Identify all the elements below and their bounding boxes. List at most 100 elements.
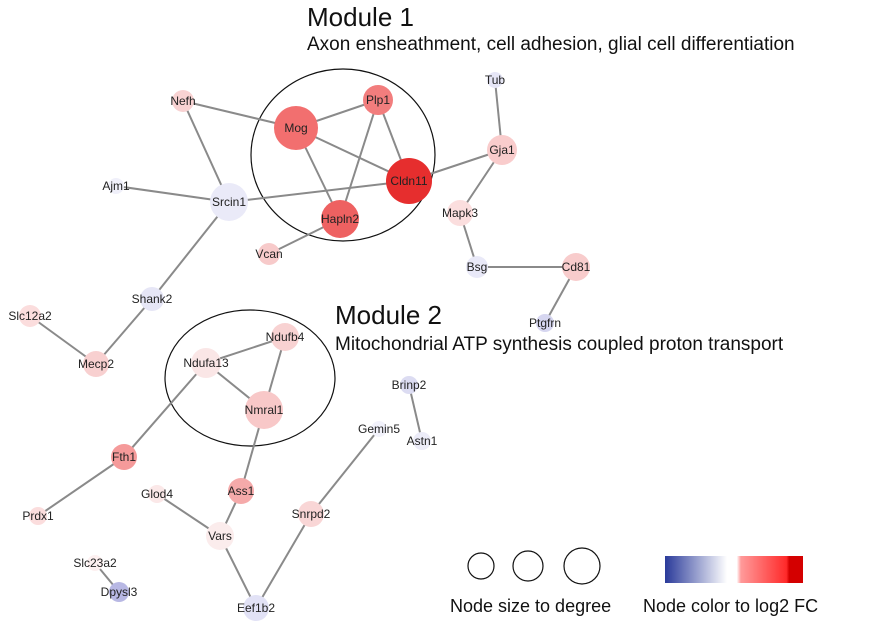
node-slc23a2[interactable]: Slc23a2 [73, 555, 117, 571]
node-circle [298, 501, 324, 527]
node-circle [172, 90, 194, 112]
edge-slc12a2-mecp2 [29, 315, 97, 365]
node-label: Gemin5 [358, 422, 400, 436]
edge-brinp2-astn1 [408, 384, 423, 442]
node-label: Slc12a2 [8, 309, 52, 323]
node-label: Slc23a2 [73, 556, 117, 570]
legend-size-label: Node size to degree [450, 596, 612, 616]
edge-plp1-hapln2 [339, 99, 379, 220]
node-label: Snrpd2 [292, 507, 331, 521]
node-gja1[interactable]: Gja1 [487, 135, 517, 165]
node-ass1[interactable]: Ass1 [228, 478, 255, 504]
node-circle [19, 305, 41, 327]
node-hapln2[interactable]: Hapln2 [321, 200, 359, 238]
node-snrpd2[interactable]: Snrpd2 [292, 501, 331, 527]
node-label: Mog [284, 121, 307, 135]
edge-shank2-mecp2 [95, 298, 153, 365]
node-circle [562, 253, 590, 281]
node-circle [243, 595, 269, 621]
node-plp1[interactable]: Plp1 [363, 85, 393, 115]
legend-size [467, 547, 601, 585]
node-label: Nmral1 [245, 403, 284, 417]
node-label: Glod4 [141, 487, 173, 501]
node-label: Eef1b2 [237, 601, 275, 615]
node-circle [245, 391, 283, 429]
node-label: Cldn11 [390, 174, 427, 188]
node-circle [386, 158, 432, 204]
edge-ajm1-srcin1 [115, 185, 230, 203]
node-circle [487, 72, 503, 88]
node-label: Ass1 [228, 484, 255, 498]
node-label: Gja1 [489, 143, 515, 157]
node-gemin5[interactable]: Gemin5 [358, 421, 400, 437]
node-fth1[interactable]: Fth1 [111, 444, 137, 470]
node-circle [258, 243, 280, 265]
node-brinp2[interactable]: Brinp2 [392, 376, 427, 394]
node-ndufa13[interactable]: Ndufa13 [183, 348, 229, 378]
module-2-outline [164, 309, 336, 447]
node-ndufb4[interactable]: Ndufb4 [266, 323, 305, 351]
node-circle [321, 200, 359, 238]
node-label: Prdx1 [22, 509, 54, 523]
node-mapk3[interactable]: Mapk3 [442, 200, 478, 226]
node-label: Cd81 [562, 260, 591, 274]
node-slc12a2[interactable]: Slc12a2 [8, 305, 52, 327]
node-vars[interactable]: Vars [206, 522, 234, 550]
legend-color-label: Node color to log2 FC [643, 596, 819, 616]
edge-srcin1-shank2 [151, 201, 230, 300]
node-cd81[interactable]: Cd81 [562, 253, 591, 281]
node-circle [400, 376, 418, 394]
node-shank2[interactable]: Shank2 [132, 287, 173, 311]
node-prdx1[interactable]: Prdx1 [22, 507, 54, 525]
module-1-title: Module 1 [307, 2, 414, 32]
node-label: Vars [208, 529, 232, 543]
module-2-title: Module 2 [335, 300, 442, 330]
node-label: Ndufb4 [266, 330, 305, 344]
node-srcin1[interactable]: Srcin1 [210, 183, 248, 221]
node-bsg[interactable]: Bsg [466, 256, 488, 278]
node-circle [148, 485, 166, 503]
node-label: Tub [485, 73, 506, 87]
node-label: Bsg [467, 260, 488, 274]
node-dpysl3[interactable]: Dpysl3 [101, 582, 138, 602]
node-circle [206, 522, 234, 550]
node-label: Fth1 [112, 450, 136, 464]
node-tub[interactable]: Tub [485, 72, 506, 88]
legend-color-bar [665, 556, 803, 583]
node-circle [274, 106, 318, 150]
legend-size-circle-3 [563, 547, 601, 585]
node-circle [466, 256, 488, 278]
node-nefh[interactable]: Nefh [170, 90, 196, 112]
node-circle [87, 555, 103, 571]
node-circle [191, 348, 221, 378]
node-label: Plp1 [366, 93, 390, 107]
node-label: Mecp2 [78, 357, 114, 371]
node-label: Srcin1 [212, 195, 246, 209]
node-ptgfrn[interactable]: Ptgfrn [529, 314, 561, 332]
node-circle [447, 200, 473, 226]
node-circle [29, 507, 47, 525]
node-astn1[interactable]: Astn1 [407, 432, 438, 450]
node-label: Ptgfrn [529, 316, 561, 330]
edge-ndufa13-fth1 [123, 362, 207, 458]
node-ajm1[interactable]: Ajm1 [102, 178, 130, 194]
node-circle [140, 287, 164, 311]
module-1-subtitle: Axon ensheathment, cell adhesion, glial … [307, 34, 795, 55]
edge-fth1-prdx1 [37, 456, 125, 517]
node-circle [413, 432, 431, 450]
node-nmral1[interactable]: Nmral1 [245, 391, 284, 429]
node-circle [111, 444, 137, 470]
node-vcan[interactable]: Vcan [255, 243, 283, 265]
edge-snrpd2-eef1b2 [255, 513, 312, 609]
node-glod4[interactable]: Glod4 [141, 485, 173, 503]
node-cldn11[interactable]: Cldn11 [386, 158, 432, 204]
node-circle [271, 323, 299, 351]
node-circle [228, 478, 254, 504]
node-mog[interactable]: Mog [274, 106, 318, 150]
node-circle [371, 421, 387, 437]
node-mecp2[interactable]: Mecp2 [78, 351, 114, 377]
node-circle [83, 351, 109, 377]
node-eef1b2[interactable]: Eef1b2 [237, 595, 275, 621]
module-1-outline [250, 68, 436, 242]
